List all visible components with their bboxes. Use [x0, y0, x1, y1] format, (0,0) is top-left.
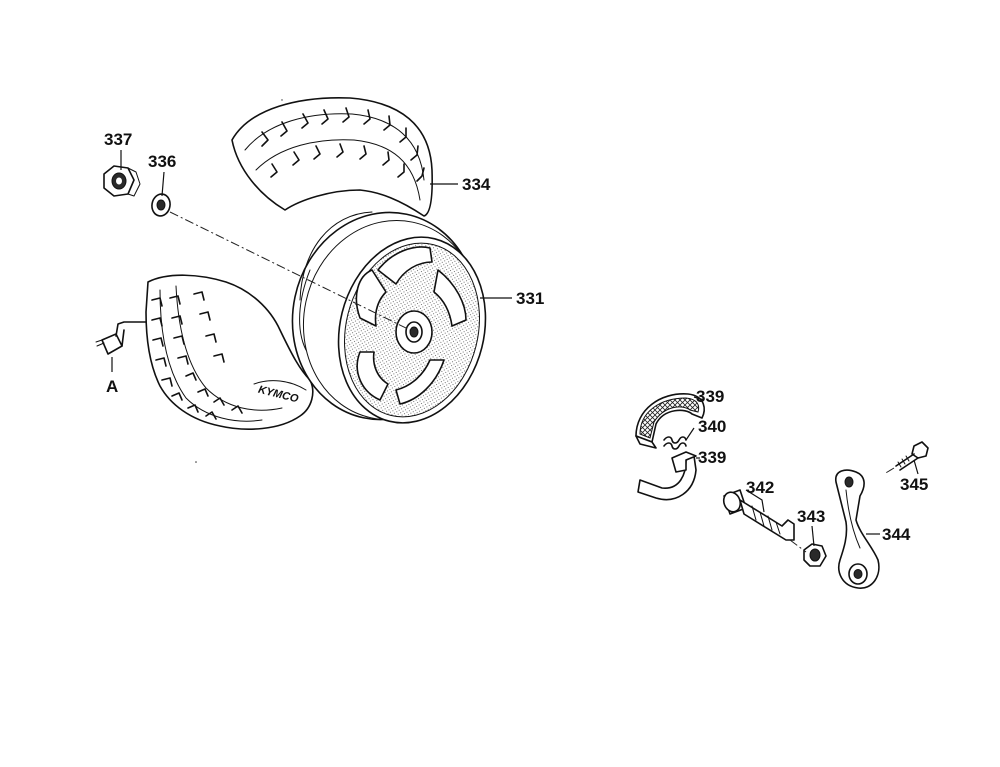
nut-337 [103, 165, 141, 197]
leader-342 [745, 489, 765, 513]
label-336: 336 [148, 152, 176, 171]
label-342: 342 [746, 478, 774, 497]
leader-345 [913, 459, 919, 475]
leader-343 [811, 525, 815, 547]
washer-336 [151, 193, 171, 217]
callout-labels: 337 336 334 331 A 339 340 339 342 343 34… [104, 130, 928, 544]
tire-lower-half: KYMCO [145, 274, 314, 430]
valve-stem [95, 321, 147, 355]
label-339-top: 339 [696, 387, 724, 406]
axis-line-345 [883, 467, 895, 475]
brake-shoe-339-top [635, 393, 705, 449]
brake-shoe-339-bottom [637, 451, 697, 501]
leader-lines [120, 150, 919, 547]
label-340: 340 [698, 417, 726, 436]
label-345: 345 [900, 475, 928, 494]
axis-line-343 [789, 539, 807, 553]
wheel-rim-331 [291, 211, 487, 424]
leader-340 [685, 427, 695, 441]
label-343: 343 [797, 507, 825, 526]
label-344: 344 [882, 525, 911, 544]
axis-line-wheel [169, 211, 411, 331]
label-337: 337 [104, 130, 132, 149]
nut-343 [803, 543, 827, 567]
brake-spring-340 [663, 436, 687, 450]
brake-cam-342 [722, 489, 795, 541]
leader-339-top [693, 396, 705, 401]
brake-arm-344 [835, 469, 880, 589]
label-339-bottom: 339 [698, 448, 726, 467]
label-ref-a: A [106, 377, 118, 396]
leader-336 [161, 171, 165, 197]
tire-334 [231, 96, 433, 217]
label-331: 331 [516, 289, 544, 308]
label-334: 334 [462, 175, 491, 194]
bolt-345 [895, 441, 929, 471]
